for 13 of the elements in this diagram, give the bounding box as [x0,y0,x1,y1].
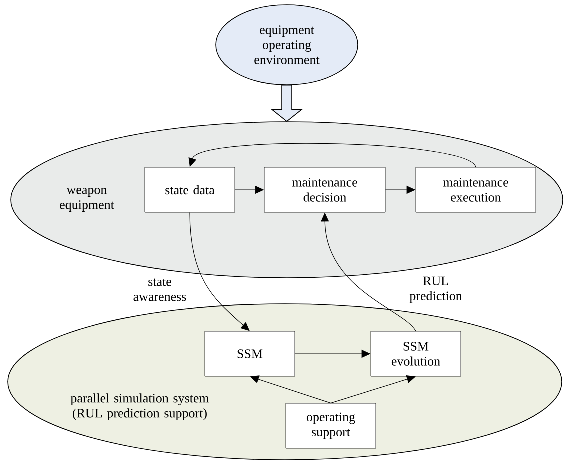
arrow [188,143,476,168]
process-box: maintenance decision [264,167,386,213]
process-box: operating support [286,403,376,449]
process-box: state data [144,167,236,213]
arrow [330,376,416,404]
block-arrow [270,85,304,122]
arrow [250,376,332,404]
process-box: SSM evolution [370,331,462,377]
edge-label: state awareness [134,278,186,302]
process-box: SSM [204,331,296,377]
process-box: maintenance execution [416,167,536,213]
arrow [190,212,250,332]
edge-label: RUL prediction [410,276,462,304]
